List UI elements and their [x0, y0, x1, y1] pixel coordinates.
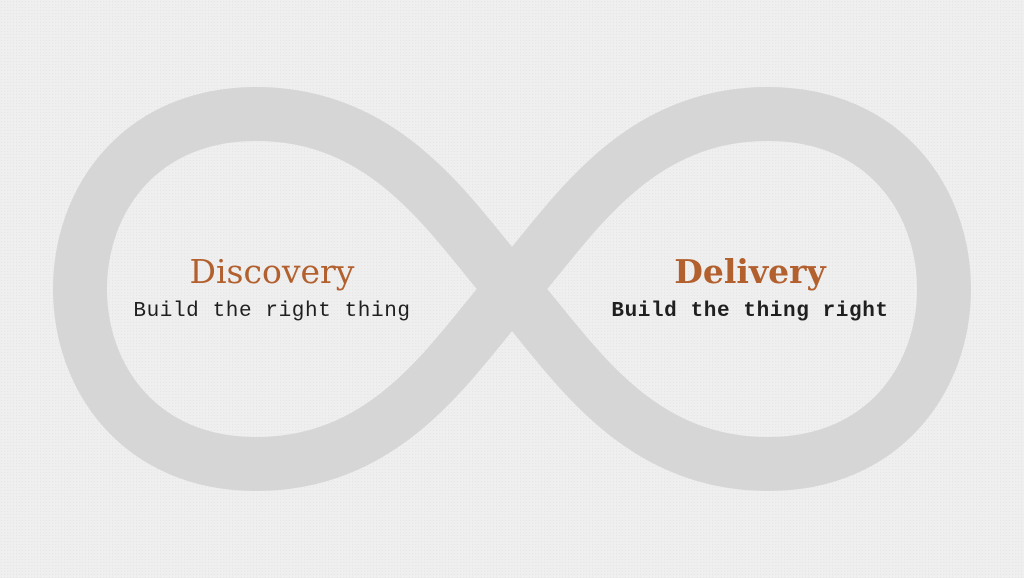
discovery-subtitle: Build the right thing	[133, 300, 411, 323]
discovery-title: Discovery	[189, 252, 355, 291]
delivery-label-group: Delivery Build the thing right	[590, 250, 910, 326]
discovery-label-group: Discovery Build the right thing	[112, 250, 432, 326]
infinity-loop-path	[53, 87, 971, 491]
delivery-subtitle: Build the thing right	[611, 300, 889, 323]
delivery-title: Delivery	[674, 252, 826, 291]
